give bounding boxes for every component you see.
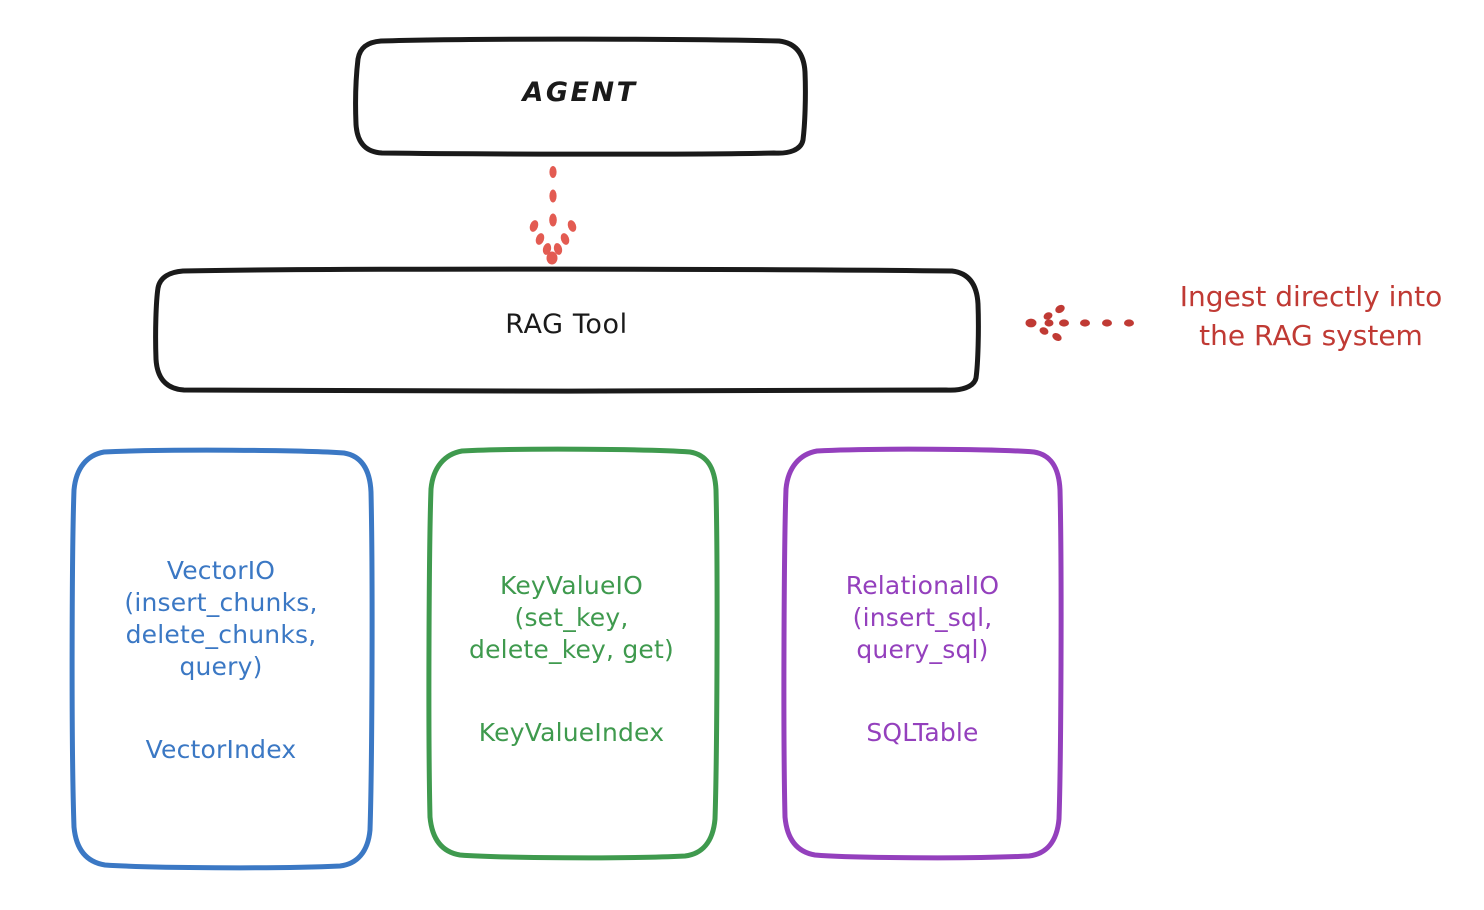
sql-table-label: SQLTable [866, 717, 979, 747]
ingest-arrow [1025, 304, 1134, 341]
agent-box[interactable] [353, 36, 808, 157]
agent-to-rag-arrow [529, 166, 577, 265]
vector-io-text-block: VectorIO (insert_chunks, delete_chunks, … [70, 535, 372, 786]
key-value-io-label: KeyValueIO (set_key, delete_key, get) [469, 571, 674, 665]
relational-io-box[interactable] [781, 446, 1064, 861]
agent-label: AGENT [522, 77, 638, 108]
relational-io-label: RelationalIO (insert_sql, query_sql) [845, 571, 1000, 665]
key-value-io-text-block: KeyValueIO (set_key, delete_key, get) Ke… [428, 550, 715, 769]
ingest-annotation: Ingest directly into the RAG system [1179, 280, 1443, 352]
vector-index-label: VectorIndex [145, 734, 297, 764]
vector-io-box[interactable] [69, 447, 375, 871]
key-value-io-box[interactable] [426, 446, 720, 861]
relational-io-text-block: RelationalIO (insert_sql, query_sql) SQL… [785, 550, 1060, 769]
key-value-index-label: KeyValueIndex [478, 717, 665, 747]
rag-tool-box[interactable] [153, 266, 981, 394]
vector-io-label: VectorIO (insert_chunks, delete_chunks, … [124, 556, 318, 682]
rag-tool-label: RAG Tool [505, 309, 628, 340]
